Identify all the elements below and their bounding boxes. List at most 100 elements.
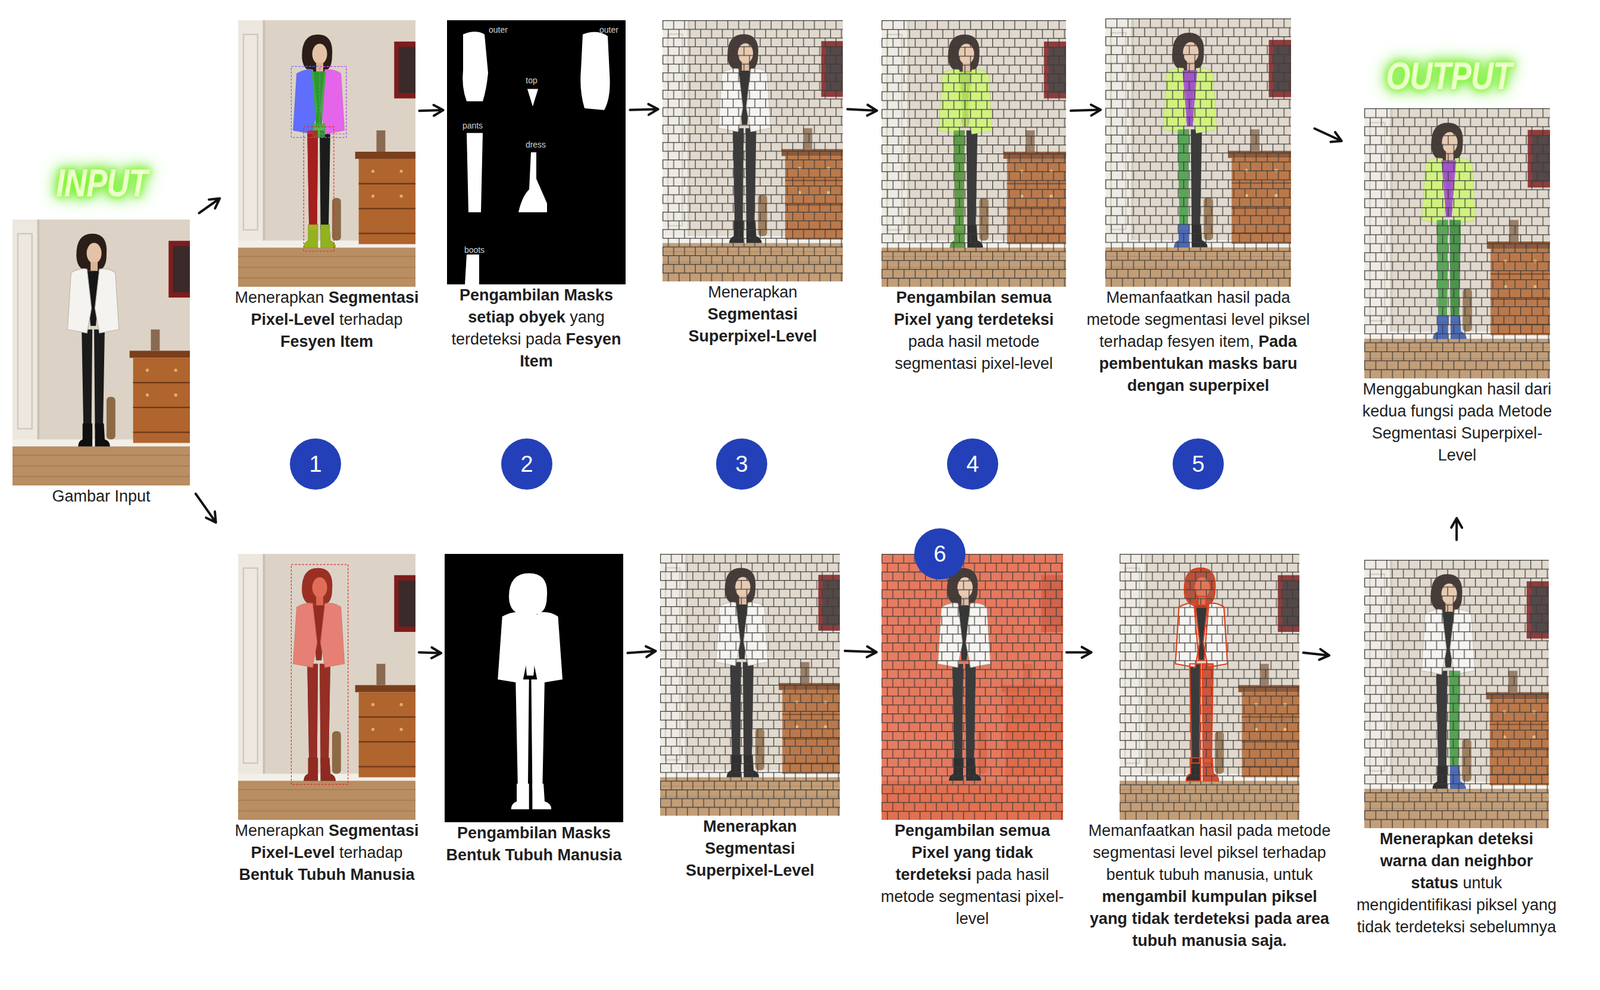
illustration-part [1119,554,1300,821]
photo-frame [881,20,1067,287]
bold-run: saja. [1251,932,1287,950]
glow-title: INPUT [55,161,148,206]
photo-frame [12,219,190,486]
process-panel: Pengambilan semua Pixel yang terdeteksi … [875,20,1073,375]
step-number: 2 [501,438,553,490]
flow-arrow [1070,104,1101,116]
photo-frame [238,20,416,287]
bold-run: Fesyen [280,332,336,351]
bold-run: Item [340,332,374,351]
illustration-part [447,20,626,285]
process-panel: Menerapkan deteksi warna dan neighbor st… [1355,560,1558,939]
step-caption: Menerapkan Segmentasi Pixel-Level terhad… [228,286,425,353]
illustration-part [881,554,1064,821]
illustration-part [238,554,416,821]
step-caption: Gambar Input [11,485,191,508]
bold-run: Menerapkan [1379,830,1474,849]
step-caption: Menerapkan deteksi warna dan neighbor st… [1355,828,1558,939]
step-digit: 4 [966,451,979,478]
bold-run: Pixel [911,844,949,862]
photo-frame [1119,554,1300,821]
process-panel: Menerapkan Segmentasi Pixel-Level terhad… [228,20,425,353]
bold-run: area [1296,910,1330,928]
illustration-part [464,254,480,285]
step-number: 6 [914,528,966,580]
flow-arrow [1303,649,1330,661]
flow-arrow [1314,128,1342,143]
flow-arrow [198,198,220,214]
mask-label: dress [525,139,546,150]
illustration-part [444,554,624,823]
step-digit: 3 [735,451,748,478]
illustration-part [660,554,840,817]
illustration-part [291,564,348,786]
flow-arrow [844,647,877,658]
illustration-part [518,152,548,213]
step-number: 1 [289,438,342,490]
step-caption: Pengambilan Masks setiap obyek yang terd… [435,284,638,373]
bold-run: Superpixel-Level [688,327,817,346]
photo-frame [660,554,840,817]
bold-run: Segmentasi [328,822,420,840]
bold-run: Item [519,352,553,371]
bold-run: semua [999,822,1051,840]
illustration-part [311,72,327,128]
photo-panel [660,554,840,817]
flow-arrow [419,647,442,659]
illustration-part [1364,108,1550,379]
photo-frame [1364,108,1550,379]
process-panel: Pengambilan Masks Bentuk Tubuh Manusia [444,554,624,867]
bold-run: deteksi [1477,830,1534,849]
bold-run: superpixel [1188,376,1270,395]
bold-run: dengan [1127,376,1185,395]
bold-run: Pixel [894,310,932,329]
illustration-part [497,573,563,810]
photo-panel [1105,18,1292,287]
step-caption: Menerapkan Segmentasi Pixel-Level terhad… [222,820,431,887]
photo-panel [12,219,190,486]
illustration-part [307,130,318,230]
flow-arrow [629,104,658,115]
step-caption: Menggabungkan hasil dari kedua fungsi pa… [1355,378,1559,467]
illustration-part [320,224,336,248]
bold-run: manusia [1181,932,1248,950]
bold-run: Pengambilan [894,822,995,840]
mask-panel [444,554,624,823]
flow-arrow [195,494,217,523]
bold-run: tidak [1131,910,1170,928]
photo-frame [444,554,624,823]
illustration-part [303,224,318,248]
step-number: 5 [1172,438,1224,490]
photo-panel [238,554,416,821]
photo-panel [662,20,843,282]
illustration-part [466,132,483,212]
bold-run: neighbor [1464,852,1534,871]
process-panel: Menerapkan Segmentasi Pixel-Level terhad… [222,554,431,887]
mask-label: outer [488,25,508,35]
step-caption: Pengambilan Masks Bentuk Tubuh Manusia [444,822,624,867]
step-digit: 5 [1191,451,1205,478]
process-panel: Menerapkan Segmentasi Superpixel-Level [660,554,840,883]
mask-label: boots [464,245,485,255]
flow-arrow [1066,647,1092,658]
illustration-part [12,219,190,486]
step-caption: Memanfaatkan hasil pada metode segmentas… [1085,286,1312,398]
photo-frame [1105,18,1292,287]
illustration-part [1364,560,1549,829]
process-panel: Pengambilan Masks setiap obyek yang terd… [435,20,638,373]
bold-run: yang [953,844,992,862]
photo-frame [238,554,416,821]
bold-run: Segmentasi [328,288,420,307]
bold-run: pembentukan [1098,354,1204,373]
bold-run: semua [1000,288,1052,307]
bold-run: Segmentasi [707,305,799,324]
photo-panel [1119,554,1300,821]
illustration-part [303,126,334,252]
illustration-part [497,573,563,810]
photo-panel [238,20,416,287]
illustration-part [881,20,1067,287]
illustration-part [881,554,1064,821]
step-caption: Menerapkan Segmentasi Superpixel-Level [660,816,840,883]
process-panel: Pengambilan semua Pixel yang tidak terde… [874,554,1071,931]
